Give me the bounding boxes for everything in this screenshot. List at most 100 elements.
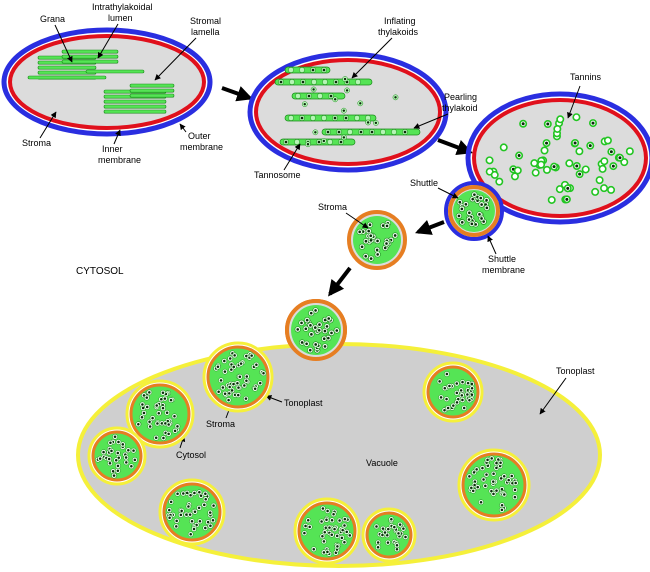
thylakoid [103,104,167,109]
tannin [386,541,390,544]
label-pearling-1: Pearling [444,92,477,102]
tannin [345,530,349,534]
tannin [393,525,396,529]
tannin [398,523,402,526]
tannin [161,391,165,395]
tannin [321,507,325,510]
tannin [221,386,225,389]
tannin [468,475,471,478]
tannin [148,425,152,428]
tannin [502,475,506,478]
label-intrathylakoidal-2: lumen [108,13,133,23]
tannin [173,415,176,418]
tannin [481,466,484,470]
tannin [471,489,475,493]
tannin [339,140,343,144]
tannin [211,519,215,522]
tannin [368,223,372,227]
tannin [466,393,469,396]
tannosome [607,185,616,194]
tannin [228,392,231,395]
tannin [344,116,348,120]
tannin [216,365,220,368]
tannin [308,525,311,529]
tannin [303,531,306,535]
chloroplast-3 [465,91,650,225]
tannin [325,325,329,328]
tannin [338,519,341,522]
tannin [148,391,151,394]
tannin [208,511,212,514]
tannin [486,458,489,462]
tannin [438,380,441,383]
tannin [198,491,201,494]
tannin [258,381,262,385]
label-tonoplast-inner: Tonoplast [284,398,323,408]
tannin [223,392,227,395]
tannin [473,193,476,196]
tannin [167,423,170,426]
tannin [237,386,240,389]
tannin [163,397,167,400]
tannosome [530,159,539,168]
tannin [179,513,183,517]
tannin [492,472,495,476]
tannin [157,411,161,415]
tannin [193,510,197,514]
tannin [348,534,352,537]
tannin [127,448,130,452]
tannin [236,381,239,385]
tannin [335,534,339,538]
tannin [173,429,177,433]
tannin [307,94,311,98]
tannin [169,398,173,402]
tannin [513,495,517,499]
tannin [470,393,474,397]
tannin [133,458,137,462]
tannin [445,397,448,401]
tannin [116,451,120,455]
tannosome [581,165,590,174]
tannin [499,477,503,480]
inner-membrane [254,58,442,166]
tannin [324,526,328,529]
label-outer-2: membrane [180,142,223,152]
tannin [250,354,253,357]
tannin [156,422,159,425]
label-inner-2: membrane [98,155,141,165]
tannin [495,461,498,465]
thylakoid-bead [288,115,294,121]
tannin [479,196,483,200]
tannin [232,382,235,386]
tannin [117,440,120,444]
tannin [309,324,312,327]
tannin [323,345,327,348]
tannin [499,461,502,465]
thylakoid [284,66,331,74]
tannin [137,423,140,426]
tannin [314,309,317,312]
tannin [193,491,196,495]
tannin [245,375,249,378]
tannosome [485,156,494,165]
tannin [116,464,120,468]
tannin [300,321,303,325]
label-cytosol-small: Cytosol [176,450,206,460]
tannin [176,492,179,496]
tannin [345,89,349,92]
tannin [459,389,463,392]
tannin [517,154,521,158]
tannin [255,363,258,366]
tannin [390,518,393,521]
tannin [474,223,477,226]
tannin [468,211,471,215]
tannin [482,478,485,481]
tannin [239,362,243,365]
label-shuttle: Shuttle [410,178,438,188]
tannin [473,483,476,487]
tannin [334,80,338,84]
tannin [500,503,504,507]
tannin [552,165,556,169]
tannin [102,450,105,454]
tannin [107,457,111,461]
